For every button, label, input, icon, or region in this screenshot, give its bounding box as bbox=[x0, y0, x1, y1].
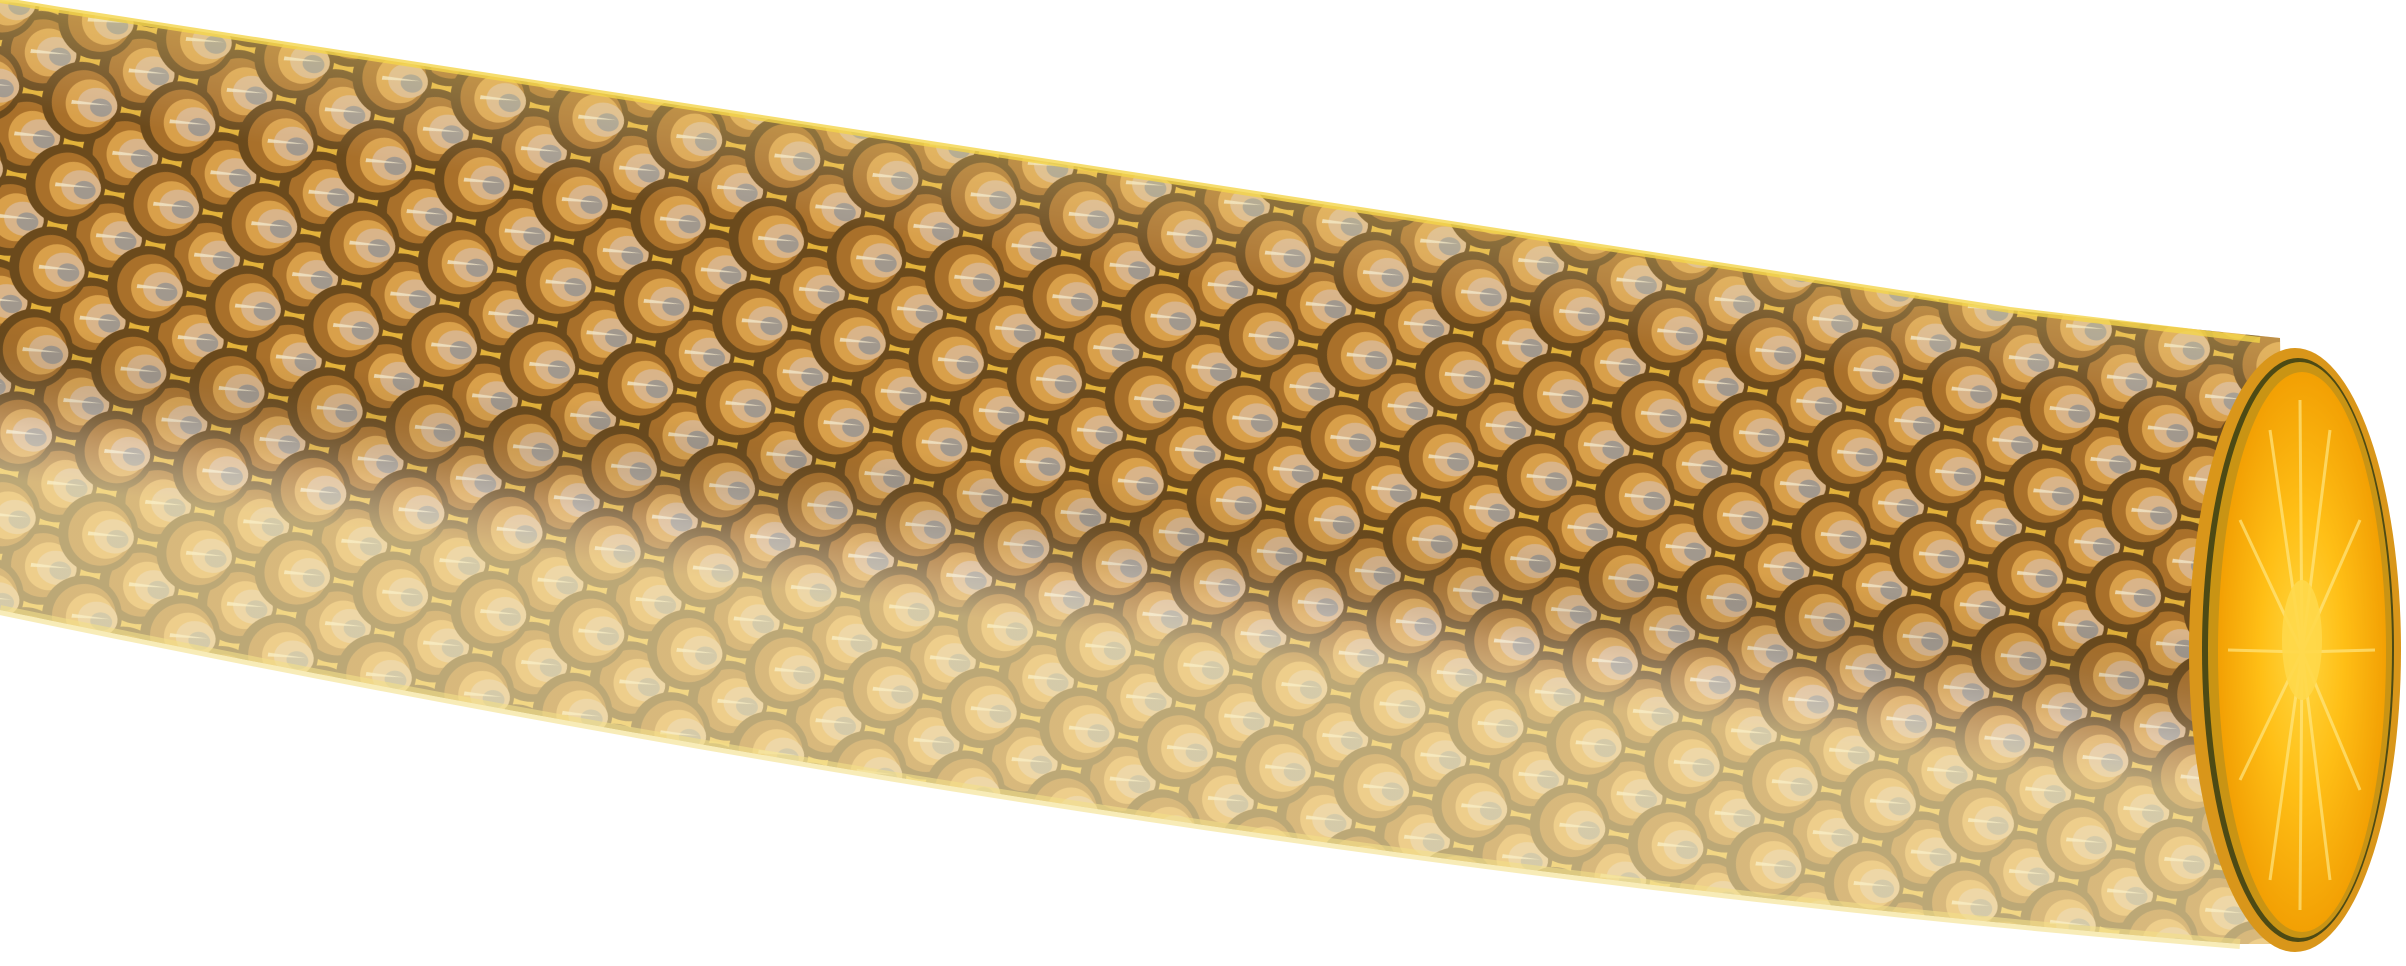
flesh-core bbox=[2282, 580, 2322, 700]
pineapple-cut-end bbox=[2189, 348, 2401, 952]
pineapple-skin-surface bbox=[0, 0, 2290, 949]
